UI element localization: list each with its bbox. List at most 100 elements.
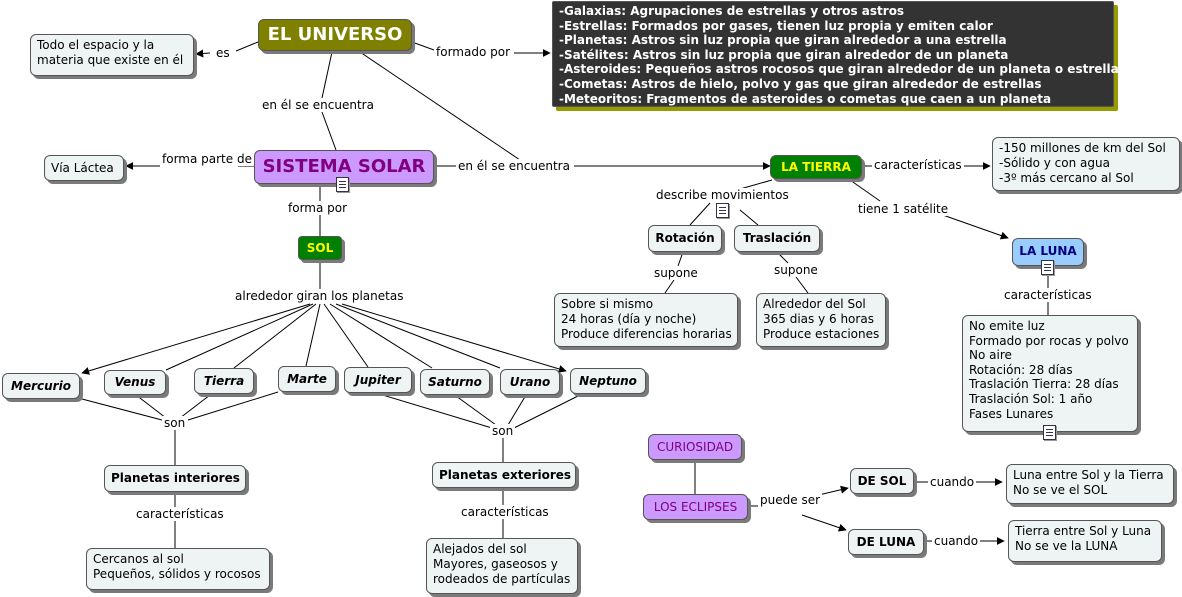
planet-venus[interactable]: Venus <box>104 370 166 395</box>
label-forma-parte-de: forma parte de <box>160 152 254 166</box>
puede-ser-line-2: ser <box>801 493 821 507</box>
planet-label: Marte <box>287 372 327 386</box>
planet-label: Saturno <box>428 375 482 389</box>
node-eclipse-luna-detalle[interactable]: Tierra entre Sol y Luna No se ve la LUNA <box>1008 520 1162 562</box>
node-sol[interactable]: SOL <box>298 236 342 260</box>
node-de-sol[interactable]: DE SOL <box>850 468 914 494</box>
edge-to-jupiter <box>323 303 369 368</box>
planet-mercurio[interactable]: Mercurio <box>2 373 80 399</box>
edge-universo-formado <box>411 41 435 51</box>
node-via-lactea[interactable]: Vía Láctea <box>44 155 124 181</box>
definicion-line-1: Todo el espacio y la <box>37 38 155 52</box>
luna-carac-line-3: No aire <box>969 348 1012 363</box>
edge-to-venus <box>165 303 314 371</box>
node-planetas-interiores[interactable]: Planetas interiores <box>104 465 246 492</box>
forma-parte-line-2: de <box>236 152 252 166</box>
luna-carac-line-4: Rotación: 28 días <box>969 362 1073 377</box>
planet-jupiter[interactable]: Jupiter <box>344 367 412 393</box>
puede-ser-line-1: puede <box>760 493 798 507</box>
node-traslacion[interactable]: Traslación <box>734 225 820 252</box>
edge-to-tierra <box>233 303 317 369</box>
note-icon[interactable] <box>1043 425 1056 440</box>
note-icon[interactable] <box>1041 260 1054 275</box>
node-componentes[interactable]: -Galaxias: Agrupaciones de estrellas y o… <box>552 1 1119 107</box>
eclipse-luna-line-2: No se ve la LUNA <box>1015 539 1118 553</box>
node-la-tierra[interactable]: LA TIERRA <box>770 155 862 179</box>
interiores-detalle-line-1: Cercanos al sol <box>93 552 184 566</box>
tierra-title: LA TIERRA <box>781 160 851 174</box>
planet-urano[interactable]: Urano <box>500 369 560 395</box>
label-puede-ser: puede ser <box>758 493 823 507</box>
definicion-line-2: materia que existe en él <box>37 53 184 67</box>
label-caracteristicas: características <box>134 507 226 521</box>
node-traslacion-detalle[interactable]: Alrededor del Sol 365 dias y 6 horas Pro… <box>756 293 886 347</box>
edge-supone1-detalle <box>664 279 675 294</box>
note-icon[interactable] <box>716 203 729 218</box>
componente-planetas: -Planetas: Astros sin luz propia que gir… <box>559 33 1007 48</box>
planet-saturno[interactable]: Saturno <box>420 369 490 395</box>
node-interiores-detalle[interactable]: Cercanos al sol Pequeños, sólidos y roco… <box>86 548 270 590</box>
planet-neptuno[interactable]: Neptuno <box>570 368 646 394</box>
de-luna-title: DE LUNA <box>856 535 916 549</box>
tierra-carac-line-3: -3º más cercano al Sol <box>999 171 1134 185</box>
edge-rotacion-supone1 <box>677 251 684 267</box>
label-formado-por: formado por <box>434 45 512 59</box>
node-universo[interactable]: EL UNIVERSO <box>258 19 412 51</box>
interiores-title: Planetas interiores <box>111 471 240 485</box>
label-es: es <box>214 46 232 60</box>
node-rotacion[interactable]: Rotación <box>648 225 722 252</box>
edge-tierra-satelite <box>849 179 881 202</box>
node-planetas-exteriores[interactable]: Planetas exteriores <box>432 462 576 488</box>
planet-label: Tierra <box>203 374 245 388</box>
tierra-carac-line-1: -150 millones de km del Sol <box>999 141 1166 155</box>
node-luna-caracteristicas[interactable]: No emite luz Formado por rocas y polvo N… <box>962 315 1138 432</box>
universo-title: EL UNIVERSO <box>267 24 403 45</box>
forma-parte-line-1: forma parte <box>162 152 234 166</box>
curiosidad-title: CURIOSIDAD <box>656 440 734 454</box>
node-curiosidad[interactable]: CURIOSIDAD <box>648 434 742 460</box>
componente-meteoritos: -Meteoritos: Fragmentos de asteroides o … <box>559 91 1052 106</box>
planet-tierra[interactable]: Tierra <box>194 368 254 394</box>
node-definicion[interactable]: Todo el espacio y la materia que existe … <box>30 34 194 76</box>
label-describe-movimientos: describe movimientos <box>654 188 791 202</box>
edge-universo-encuentra2 <box>359 51 521 161</box>
edge-satelite-luna <box>939 213 1009 240</box>
sistema-solar-title: SISTEMA SOLAR <box>262 156 426 177</box>
planet-label: Neptuno <box>579 374 637 388</box>
label-caracteristicas: características <box>459 505 551 519</box>
componente-estrellas: -Estrellas: Formados por gases, tienen l… <box>559 18 993 33</box>
edge-to-saturno <box>329 303 433 369</box>
label-son: son <box>490 424 516 438</box>
edge-to-neptuno <box>341 303 567 373</box>
luna-carac-line-2: Formado por rocas y polvo <box>969 333 1129 348</box>
edge-mercurio-son1 <box>81 398 163 421</box>
edge-es-definicion <box>195 49 211 58</box>
node-exteriores-detalle[interactable]: Alejados del sol Mayores, gaseosos y rod… <box>426 538 578 594</box>
edge-describe-rotacion <box>689 202 711 226</box>
node-eclipse-sol-detalle[interactable]: Luna entre Sol y la Tierra No se ve el S… <box>1006 464 1174 504</box>
label-alrededor-giran: alrededor giran los planetas <box>233 289 406 303</box>
luna-title: LA LUNA <box>1019 244 1077 258</box>
node-tierra-caracteristicas[interactable]: -150 millones de km del Sol -Sólido y co… <box>992 137 1180 191</box>
edge-tierra-describe <box>739 179 773 190</box>
node-los-eclipses[interactable]: LOS ECLIPSES <box>643 494 748 520</box>
planet-label: Mercurio <box>11 379 71 393</box>
rotacion-detalle-line-3: Produce diferencias horarias <box>561 327 732 341</box>
node-de-luna[interactable]: DE LUNA <box>848 529 924 555</box>
eclipse-luna-line-1: Tierra entre Sol y Luna <box>1015 524 1152 538</box>
edge-universo-encuentra1 <box>321 51 333 99</box>
planet-marte[interactable]: Marte <box>278 366 336 392</box>
componente-satelites: -Satélites: Astros sin luz propia que gi… <box>559 47 1009 62</box>
rotacion-title: Rotación <box>655 231 715 245</box>
edge-puede-deluna <box>801 514 847 532</box>
exteriores-detalle-line-3: rodeados de partículas <box>433 572 571 586</box>
via-lactea-label: Vía Láctea <box>51 161 114 175</box>
label-supone: supone <box>772 263 820 277</box>
edge-jupiter-son2 <box>375 392 493 429</box>
edge-to-marte <box>305 303 321 367</box>
note-icon[interactable] <box>336 177 349 192</box>
luna-carac-line-1: No emite luz <box>969 319 1045 333</box>
edge-to-urano <box>335 303 501 369</box>
node-rotacion-detalle[interactable]: Sobre si mismo 24 horas (día y noche) Pr… <box>554 293 738 347</box>
